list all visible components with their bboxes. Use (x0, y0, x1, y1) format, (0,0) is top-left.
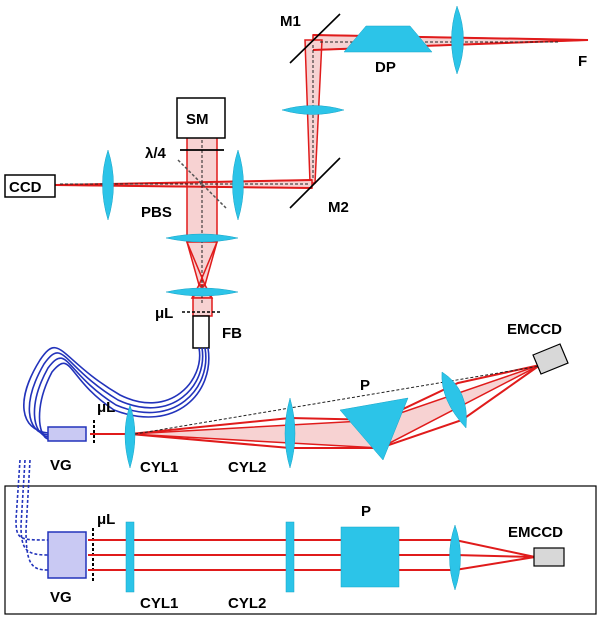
lens-cyl2-bottom (285, 521, 295, 593)
label-ccd: CCD (9, 179, 42, 196)
label-dp: DP (375, 59, 396, 76)
label-vg-bottom: VG (50, 589, 72, 606)
dove-prism (343, 25, 433, 53)
lens-cyl1-mid (124, 404, 136, 469)
label-cyl1-mid: CYL1 (140, 459, 178, 476)
optical-axis-mid (134, 365, 541, 435)
label-microlens-mid: μL (97, 399, 115, 416)
label-f: F (578, 53, 587, 70)
bottom-panel-frame (4, 485, 597, 615)
lens-emccd-mid (441, 371, 467, 429)
beam-mid-outline (90, 364, 541, 449)
fiber-strand-1 (23, 347, 201, 434)
ccd-box (4, 174, 56, 198)
label-p-bottom: P (361, 503, 371, 520)
lens-emccd-bottom (449, 524, 461, 591)
prism-mid (339, 397, 409, 461)
lens-pbs-right (232, 149, 244, 221)
lens-ccd (102, 149, 114, 221)
fiber-strand-2 (28, 347, 204, 436)
beam-bottom-focus (454, 539, 536, 571)
fiber-bottom-3 (25, 459, 49, 571)
lens-sm-upper (165, 233, 239, 243)
label-emccd-bottom: EMCCD (508, 524, 563, 541)
lens-vertical-m (281, 105, 345, 115)
label-m2: M2 (328, 199, 349, 216)
label-cyl2-bottom: CYL2 (228, 595, 266, 612)
lens-cyl2-mid (284, 397, 296, 469)
fiber-bundle-box (192, 315, 210, 349)
label-microlens-bottom: μL (97, 511, 115, 528)
beam-edge-ccd-bottom (54, 184, 313, 189)
label-microlens-top: μL (155, 305, 173, 322)
fiber-strand-4 (38, 347, 210, 440)
label-emccd-mid: EMCCD (507, 321, 562, 338)
beam-mid-fill (129, 419, 381, 449)
label-m1: M1 (280, 13, 301, 30)
mirror-m1 (289, 13, 341, 64)
emccd-bottom-detector (533, 547, 565, 567)
pbs-splitter (177, 159, 227, 209)
vg-box-bottom (47, 531, 87, 579)
fiber-bottom-1 (15, 459, 49, 541)
mirror-m2 (289, 157, 341, 209)
lens-f (451, 5, 464, 75)
emccd-mid-detector (532, 343, 569, 375)
label-p-mid: P (360, 377, 370, 394)
label-pbs: PBS (141, 204, 172, 221)
vg-box-mid (47, 426, 87, 442)
label-qwp: λ/4 (145, 145, 167, 162)
label-vg-mid: VG (50, 457, 72, 474)
label-sm: SM (186, 111, 209, 128)
label-cyl2-mid: CYL2 (228, 459, 266, 476)
fiber-strand-3 (33, 347, 207, 438)
beam-sm-column (186, 136, 218, 243)
label-cyl1-bottom: CYL1 (140, 595, 178, 612)
label-fb: FB (222, 325, 242, 342)
prism-bottom (340, 526, 400, 588)
lens-cyl1-bottom (125, 521, 135, 593)
fiber-bottom-2 (20, 459, 49, 556)
lens-sm-lower (165, 287, 239, 297)
spatial-modulator-box (176, 97, 226, 139)
